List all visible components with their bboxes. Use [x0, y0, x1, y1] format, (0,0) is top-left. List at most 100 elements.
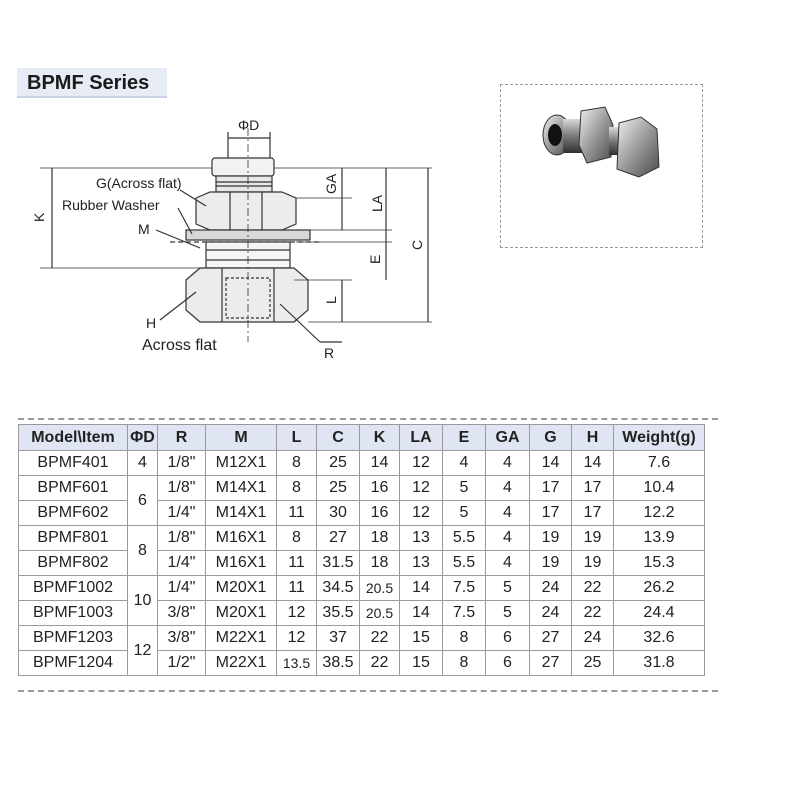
cell-ga: 4 — [485, 500, 530, 526]
cell-e: 5.5 — [442, 525, 486, 551]
cell-g: 17 — [529, 500, 572, 526]
cell-ga: 4 — [485, 525, 530, 551]
cell-model: BPMF602 — [18, 500, 128, 526]
cell-r: 1/8" — [157, 525, 206, 551]
cell-la: 13 — [399, 525, 443, 551]
cell-g: 19 — [529, 550, 572, 576]
col-weight: Weight(g) — [613, 424, 705, 451]
la-label: LA — [369, 194, 385, 212]
cell-r: 1/8" — [157, 475, 206, 501]
cell-k: 20.5 — [359, 600, 400, 626]
cell-model: BPMF1002 — [18, 575, 128, 601]
cell-h: 25 — [571, 650, 614, 676]
table-row: BPMF1003 3/8" M20X1 12 35.5 20.5 14 7.5 … — [18, 600, 705, 626]
cell-l: 11 — [276, 500, 317, 526]
ga-label: GA — [323, 173, 339, 194]
cell-e: 4 — [442, 450, 486, 476]
divider-top — [18, 418, 718, 420]
cell-r: 1/4" — [157, 550, 206, 576]
cell-model: BPMF401 — [18, 450, 128, 476]
cell-c: 27 — [316, 525, 360, 551]
col-g: G — [529, 424, 572, 451]
cell-h: 19 — [571, 550, 614, 576]
cell-e: 7.5 — [442, 575, 486, 601]
divider-bottom — [18, 690, 718, 692]
k-label: K — [31, 212, 47, 222]
series-title: BPMF Series — [17, 68, 167, 98]
cell-e: 7.5 — [442, 600, 486, 626]
cell-model: BPMF601 — [18, 475, 128, 501]
cell-model: BPMF802 — [18, 550, 128, 576]
cell-e: 5.5 — [442, 550, 486, 576]
cell-g: 27 — [529, 650, 572, 676]
cell-m: M16X1 — [205, 525, 277, 551]
cell-r: 1/4" — [157, 575, 206, 601]
cell-c: 25 — [316, 450, 360, 476]
col-k: K — [359, 424, 400, 451]
g-across-flat-label: G(Across flat) — [96, 175, 182, 191]
cell-weight: 12.2 — [613, 500, 705, 526]
table-row: BPMF802 1/4" M16X1 11 31.5 18 13 5.5 4 1… — [18, 550, 705, 576]
cell-ga: 4 — [485, 475, 530, 501]
cell-r: 1/8" — [157, 450, 206, 476]
cell-phi-d: 12 — [127, 625, 158, 676]
cell-h: 24 — [571, 625, 614, 651]
across-flat-label: Across flat — [142, 337, 217, 354]
cell-c: 25 — [316, 475, 360, 501]
cell-h: 22 — [571, 575, 614, 601]
spec-table: Model\Item ΦD R M L C K LA E GA G H Weig… — [18, 424, 705, 676]
cell-k: 22 — [359, 625, 400, 651]
cell-h: 17 — [571, 475, 614, 501]
cell-weight: 31.8 — [613, 650, 705, 676]
table-header-row: Model\Item ΦD R M L C K LA E GA G H Weig… — [18, 424, 705, 451]
cell-l: 11 — [276, 575, 317, 601]
dimension-drawing: ΦD G(Across flat) Rubber Washer M H Acro… — [31, 117, 432, 361]
cell-ga: 6 — [485, 625, 530, 651]
cell-ga: 5 — [485, 600, 530, 626]
cell-k: 18 — [359, 525, 400, 551]
cell-la: 14 — [399, 575, 443, 601]
table-row: BPMF602 1/4" M14X1 11 30 16 12 5 4 17 17… — [18, 500, 705, 526]
cell-l: 12 — [276, 600, 317, 626]
cell-m: M14X1 — [205, 500, 277, 526]
cell-m: M22X1 — [205, 625, 277, 651]
collar-body — [215, 175, 273, 193]
m-label: M — [138, 221, 150, 237]
cell-m: M22X1 — [205, 650, 277, 676]
cell-c: 35.5 — [316, 600, 360, 626]
cell-la: 12 — [399, 475, 443, 501]
cell-g: 27 — [529, 625, 572, 651]
table-row: BPMF401 4 1/8" M12X1 8 25 14 12 4 4 14 1… — [18, 450, 705, 476]
col-e: E — [442, 424, 486, 451]
cell-phi-d: 8 — [127, 525, 158, 576]
cell-m: M16X1 — [205, 550, 277, 576]
cell-g: 17 — [529, 475, 572, 501]
cell-k: 18 — [359, 550, 400, 576]
product-photo-icon — [542, 106, 660, 178]
col-m: M — [205, 424, 277, 451]
table-row: BPMF1203 12 3/8" M22X1 12 37 22 15 8 6 2… — [18, 625, 705, 676]
cell-g: 14 — [529, 450, 572, 476]
phi-d-label: ΦD — [238, 117, 259, 133]
cell-la: 15 — [399, 625, 443, 651]
cell-l: 12 — [276, 625, 317, 651]
cell-r: 1/2" — [157, 650, 206, 676]
cell-l: 8 — [276, 475, 317, 501]
e-label: E — [367, 255, 383, 264]
cell-h: 14 — [571, 450, 614, 476]
cell-la: 13 — [399, 550, 443, 576]
cell-m: M12X1 — [205, 450, 277, 476]
col-l: L — [276, 424, 317, 451]
cell-m: M20X1 — [205, 575, 277, 601]
cell-ga: 4 — [485, 550, 530, 576]
cell-l: 13.5 — [276, 650, 317, 676]
cell-g: 19 — [529, 525, 572, 551]
cell-m: M14X1 — [205, 475, 277, 501]
cell-weight: 32.6 — [613, 625, 705, 651]
cell-ga: 5 — [485, 575, 530, 601]
cell-r: 3/8" — [157, 600, 206, 626]
cell-g: 24 — [529, 600, 572, 626]
hex-body-h — [185, 267, 309, 323]
cell-c: 38.5 — [316, 650, 360, 676]
cell-weight: 7.6 — [613, 450, 705, 476]
